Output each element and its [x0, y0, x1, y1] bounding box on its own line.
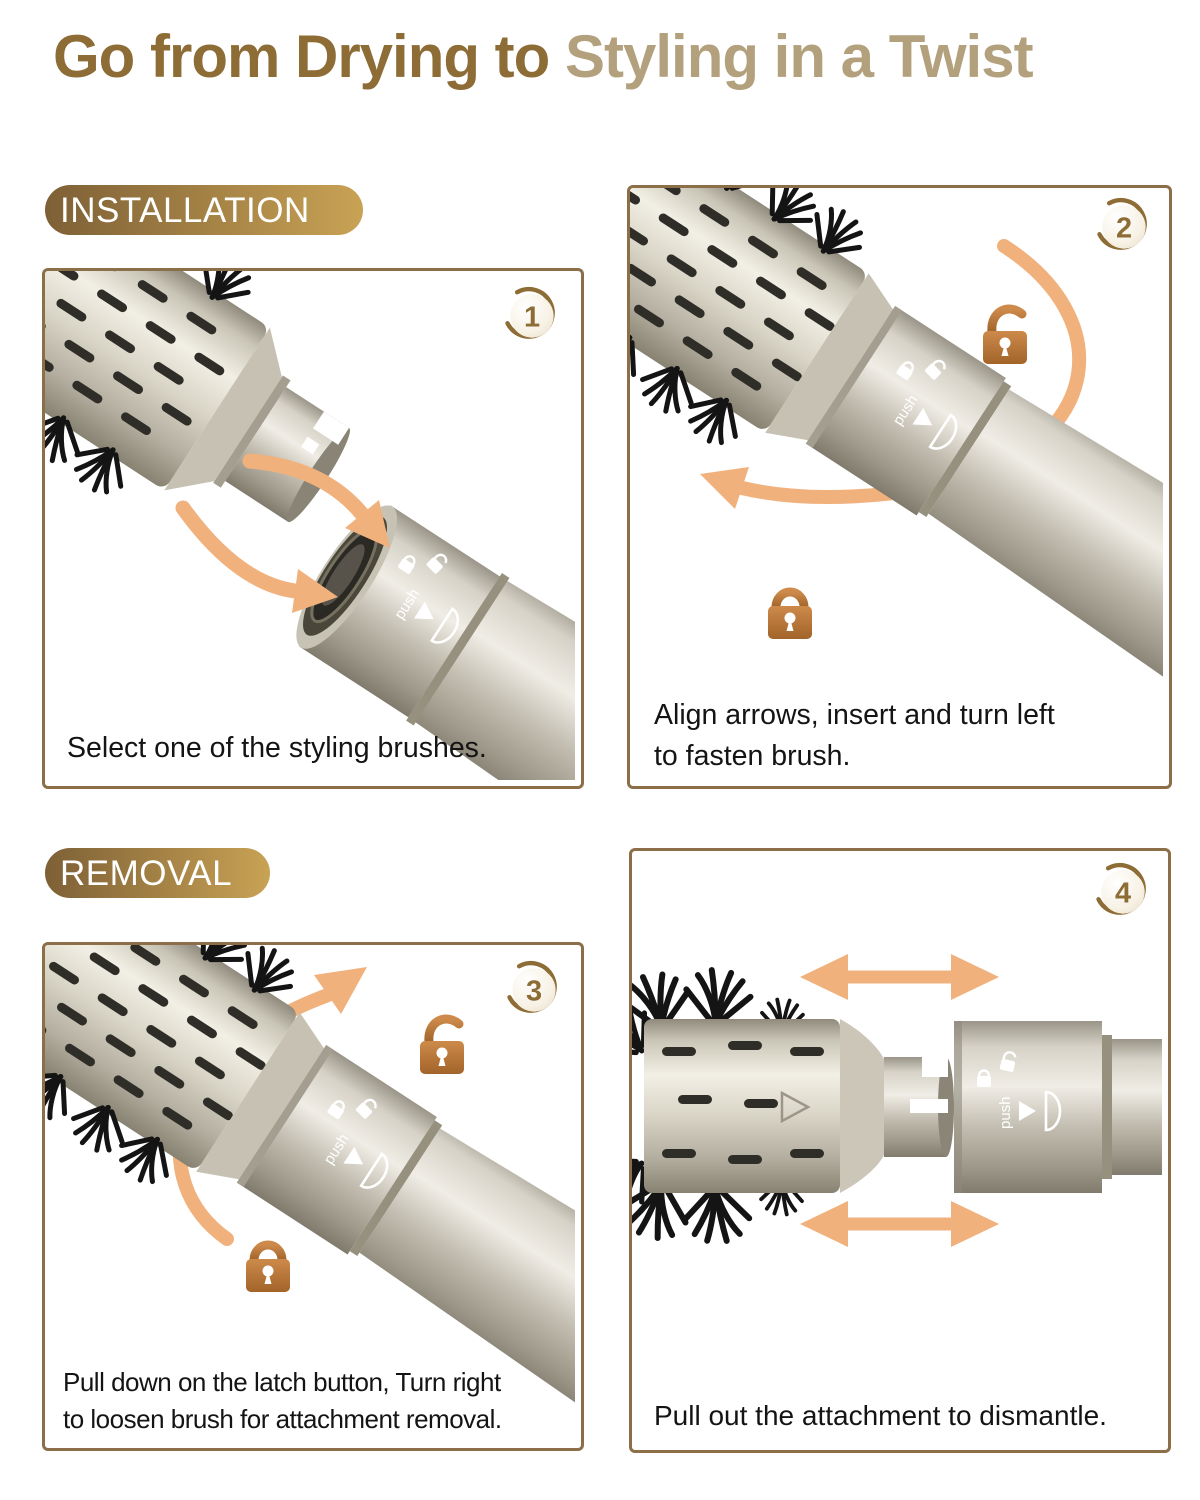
step-4-illustration: [632, 954, 1162, 1247]
page-title: Go from Drying to Styling in a Twist: [53, 22, 1034, 91]
step-2-illustration: [630, 188, 1163, 780]
step-number-badge: 3: [503, 959, 565, 1021]
step-1-illustration: [45, 271, 575, 780]
unlock-icon: [983, 309, 1027, 364]
lock-icon: [246, 1245, 290, 1292]
removal-section-badge: REMOVAL: [45, 848, 270, 898]
insert-arrows: [175, 453, 390, 613]
title-part-2: Styling in a Twist: [564, 23, 1034, 90]
brush-attachment: [45, 271, 350, 523]
unlock-icon: [420, 1019, 464, 1074]
step-number: 4: [1115, 877, 1131, 909]
step-4-caption: Pull out the attachment to dismantle.: [654, 1400, 1107, 1432]
brush-attachment: [632, 968, 954, 1243]
align-arrow-marking: [780, 1090, 811, 1124]
assembled-device: [630, 188, 1163, 780]
step-number: 2: [1116, 212, 1132, 244]
handle-barrel: [954, 1021, 1162, 1193]
installation-section-badge: INSTALLATION: [45, 185, 363, 235]
title-part-1: Go from Drying to: [53, 23, 550, 90]
assembled-device: [45, 945, 575, 1442]
handle-barrel: [296, 505, 575, 780]
step-panel-1: 1 Select one of the styling brushes.: [42, 268, 584, 789]
step-number: 3: [526, 975, 542, 1007]
step-panel-4: 4 Pull out the attachment to dismantle.: [629, 848, 1171, 1453]
lock-icon: [768, 592, 812, 639]
step-panel-3: 3 Pull down on the latch button, Turn ri…: [42, 942, 584, 1451]
step-2-caption: Align arrows, insert and turn left to fa…: [654, 699, 1055, 772]
step-3-caption: Pull down on the latch button, Turn righ…: [63, 1367, 502, 1435]
step-panel-2: 2 Align arrows, insert and turn left to …: [627, 185, 1172, 789]
step-1-caption: Select one of the styling brushes.: [67, 731, 487, 764]
step-number: 1: [524, 301, 540, 333]
step-3-illustration: [45, 945, 575, 1442]
step-number-badge: 2: [1093, 196, 1155, 258]
step-number-badge: 1: [501, 285, 563, 347]
pull-arrows: [800, 954, 999, 1247]
step-number-badge: 4: [1092, 861, 1154, 923]
